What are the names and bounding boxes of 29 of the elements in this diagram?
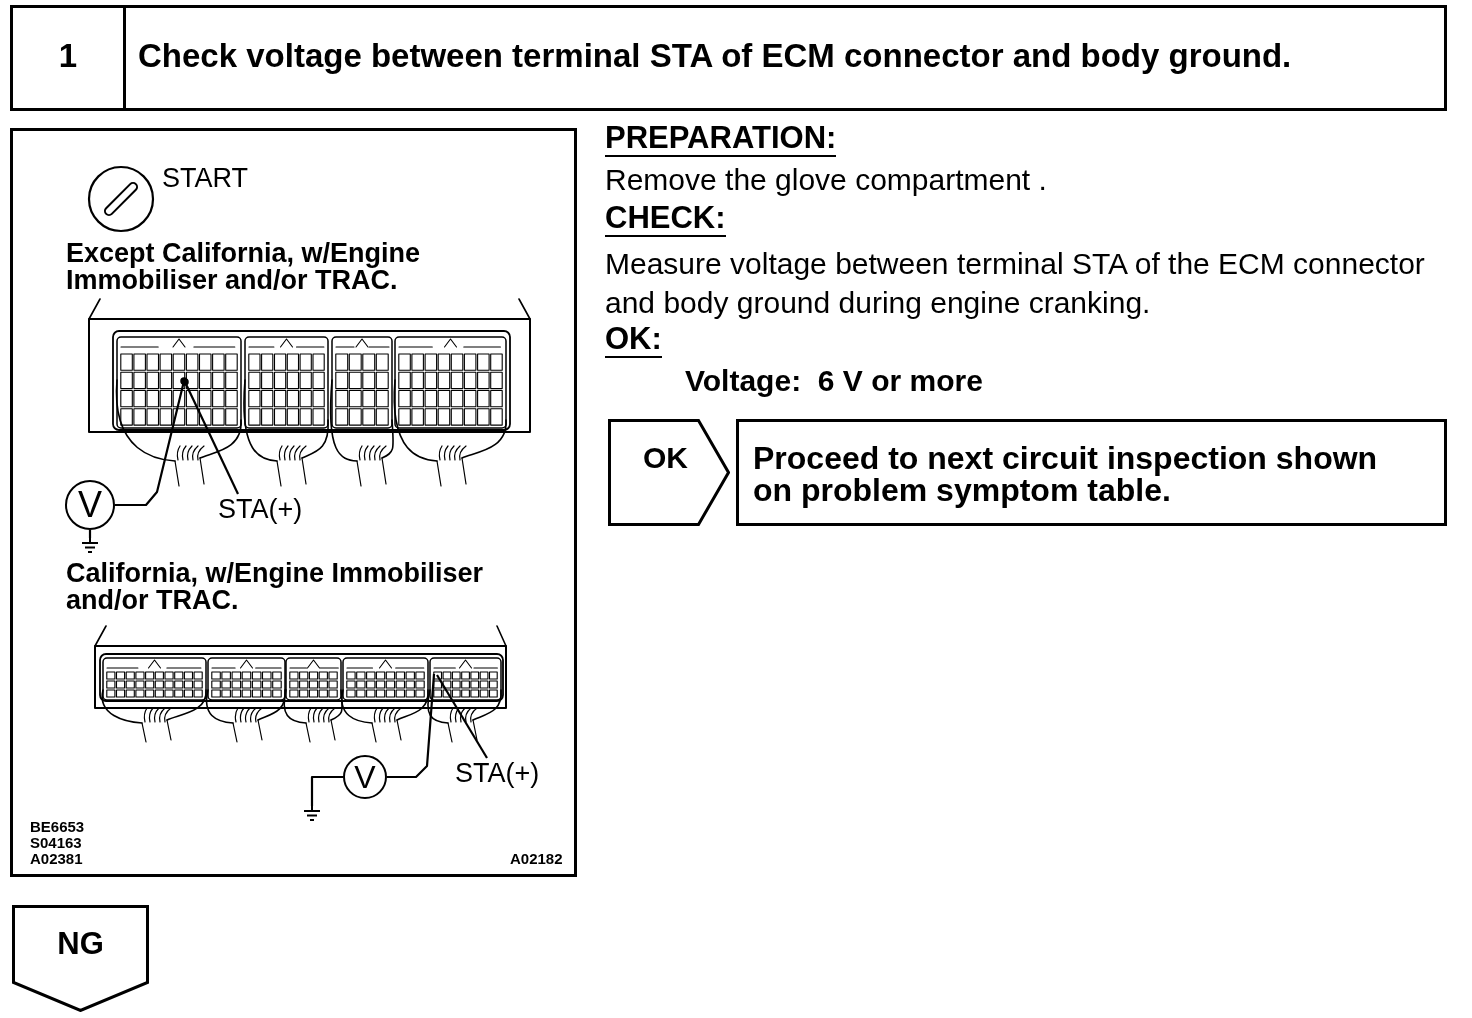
ground-lead <box>88 530 92 538</box>
result-arrow-tab: OK <box>608 419 730 526</box>
figure-code: S04163 <box>30 835 82 851</box>
ground-lead <box>310 775 343 806</box>
terminal-label: STA(+) <box>218 494 303 524</box>
instruction-text: Remove the glove compartment . <box>605 163 1047 197</box>
section-heading: OK: <box>605 322 662 358</box>
voltmeter-symbol: V <box>343 755 387 799</box>
probe-lead <box>387 673 436 779</box>
step-header <box>10 5 1447 111</box>
result-arrow-tab: NG <box>12 905 149 1012</box>
step-title: Check voltage between terminal STA of ECM connector and body ground. <box>137 36 1292 76</box>
figure-code: A02182 <box>510 851 563 867</box>
variant-heading: Except California, w/Engine Immobiliser and/or TRAC. <box>66 240 422 294</box>
action-box: Proceed to next circuit inspection shown on problem symptom table. <box>736 419 1447 526</box>
probe-lead <box>115 377 188 507</box>
variant-heading: California, w/Engine Immobiliser and/or TRAC. <box>66 560 485 614</box>
terminal-label: STA(+) <box>455 758 540 788</box>
step-number: 1 <box>13 8 126 108</box>
voltmeter-symbol: V <box>65 480 115 530</box>
specification-text: Voltage: 6 V or more <box>685 364 983 398</box>
leader-line <box>436 674 488 759</box>
figure-code: A02381 <box>30 851 83 867</box>
leader-line <box>181 378 239 495</box>
figure-code: BE6653 <box>30 819 85 835</box>
switch-position-label: START <box>162 163 248 194</box>
section-heading: CHECK: <box>605 201 726 237</box>
section-heading: PREPARATION: <box>605 121 837 157</box>
instruction-text: Measure voltage between terminal STA of the ECM connector and body ground during engine cranking. <box>605 246 1426 321</box>
